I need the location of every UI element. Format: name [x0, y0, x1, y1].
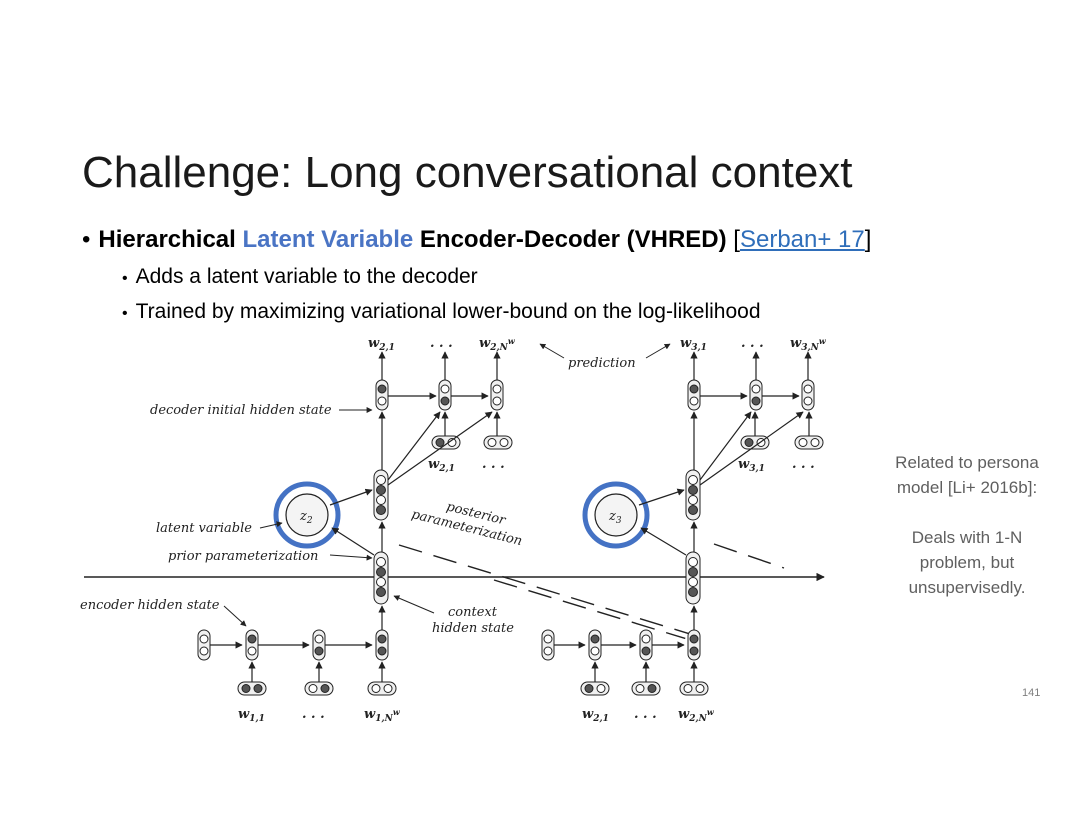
label-hidden-state: hidden state — [432, 621, 514, 636]
latent-highlight-circle-left — [273, 481, 341, 549]
dots-top-right: . . . — [741, 336, 764, 351]
word-w3N-top: w3,Nw — [790, 336, 827, 353]
word-w2N-top: w2,Nw — [479, 336, 516, 353]
word-w21-bottom: w2,1 — [582, 707, 609, 724]
side-note-line: Related to persona — [895, 453, 1039, 472]
dots-bottom-left: . . . — [302, 707, 325, 722]
word-w21-top: w2,1 — [368, 336, 395, 353]
citation-bracket-open: [ — [733, 226, 740, 253]
latent-highlight-circle-right — [582, 481, 650, 549]
vhred-diagram: z2 z3 — [80, 336, 827, 724]
posterior-dashed-line — [493, 579, 686, 640]
side-note-line: model [Li+ 2016b]: — [896, 478, 1038, 497]
slide-title: Challenge: Long conversational context — [82, 148, 853, 197]
word-w2N-bottom: w2,Nw — [678, 707, 715, 724]
latent-node-z3 — [594, 493, 638, 537]
bullet-dot: • — [122, 305, 128, 322]
sub-bullet-text: Adds a latent variable to the decoder — [135, 265, 478, 288]
bullet-dot: • — [122, 270, 128, 287]
label-decoder-initial-hidden-state: decoder initial hidden state — [150, 403, 332, 418]
word-w21-mid: w2,1 — [428, 457, 455, 474]
citation-bracket-close: ] — [864, 226, 872, 253]
label-encoder-hidden-state: encoder hidden state — [80, 598, 220, 613]
latent-node-z2 — [285, 493, 329, 537]
dots-mid-left: . . . — [482, 457, 505, 472]
side-note-line: problem, but — [919, 553, 1015, 572]
bullet-accent-latent-variable: Latent Variable — [242, 226, 414, 253]
label-context: context — [448, 605, 498, 620]
sub-bullet-1: • Adds a latent variable to the decoder — [122, 265, 478, 289]
bullet-bold-encoder-decoder: Encoder-Decoder (VHRED) — [419, 226, 727, 253]
side-note-line: Deals with 1-N — [911, 528, 1023, 547]
word-w31-mid: w3,1 — [738, 457, 765, 474]
sub-bullet-text: Trained by maximizing variational lower-… — [135, 300, 761, 323]
side-note-line: unsupervisedly. — [908, 578, 1026, 597]
posterior-dashed-line — [398, 544, 691, 635]
citation-link[interactable]: Serban+ 17 — [739, 226, 865, 253]
label-latent-variable: latent variable — [156, 521, 252, 536]
dots-bottom-right: . . . — [634, 707, 657, 722]
bullet-dot: • — [82, 226, 91, 253]
word-w31-top: w3,1 — [680, 336, 707, 353]
label-prior-parameterization: prior parameterization — [168, 549, 318, 564]
page-number: 141 — [1022, 687, 1041, 699]
dots-top-left: . . . — [430, 336, 453, 351]
sub-bullet-2: • Trained by maximizing variational lower… — [122, 300, 761, 324]
word-w11: w1,1 — [238, 707, 265, 724]
word-w1N: w1,Nw — [364, 707, 401, 724]
bullet-bold-hierarchical: Hierarchical — [98, 226, 236, 253]
label-prediction: prediction — [568, 356, 636, 371]
main-bullet: • Hierarchical Latent Variable Encoder-De… — [82, 226, 871, 254]
dots-mid-right: . . . — [792, 457, 815, 472]
posterior-dashed-line — [713, 543, 785, 569]
side-note: Related to persona model [Li+ 2016b]: De… — [872, 450, 1062, 600]
